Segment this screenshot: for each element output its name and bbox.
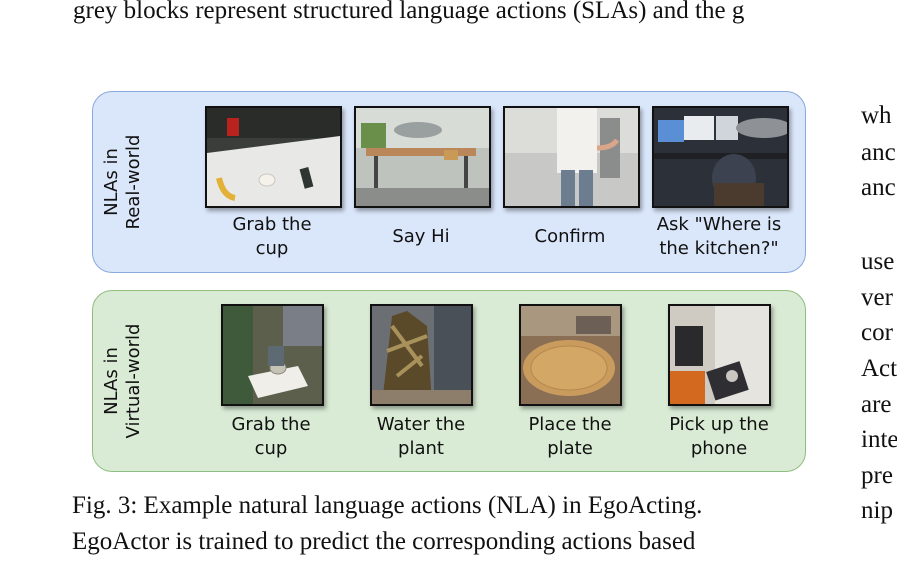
virtual-caption-place-plate: Place the plate <box>495 413 645 461</box>
real-caption-say-hi: Say Hi <box>346 225 496 249</box>
caption-line1: Say Hi <box>392 226 450 247</box>
caption-line2: plant <box>398 438 444 459</box>
caption-line2: cup <box>254 438 288 459</box>
real-caption-grab-cup: Grab the cup <box>197 213 347 261</box>
caption-line2: cup <box>255 238 289 259</box>
virtual-world-panel-label: NLAs in Virtual-world <box>101 324 145 439</box>
panel-label-line1: NLAs in <box>101 148 122 216</box>
virtual-place-plate-image <box>519 304 622 406</box>
body-text-top-line: grey blocks represent structured languag… <box>73 0 745 24</box>
virtual-water-plant-image <box>370 304 473 406</box>
real-caption-ask-kitchen: Ask "Where is the kitchen?" <box>644 213 794 261</box>
virtual-pick-up-phone-image <box>668 304 771 406</box>
side-column-line: Act <box>861 355 897 382</box>
side-column-line: are <box>861 391 892 418</box>
side-column-line: anc <box>861 139 896 166</box>
virtual-grab-cup-image <box>221 304 324 406</box>
real-ask-kitchen-image <box>652 106 789 208</box>
panel-label-line2: Virtual-world <box>123 323 144 439</box>
caption-line1: Ask "Where is <box>656 214 782 235</box>
panel-label-line2: Real-world <box>123 134 144 230</box>
caption-line2: plate <box>547 438 593 459</box>
figure-caption-line1: Fig. 3: Example natural language actions… <box>72 492 703 519</box>
side-column-line: inte <box>861 426 897 453</box>
virtual-caption-water-plant: Water the plant <box>346 413 496 461</box>
caption-line1: Pick up the <box>669 414 769 435</box>
side-column-line: anc <box>861 174 896 201</box>
side-column-line: use <box>861 248 895 275</box>
figure-caption-line2: EgoActor is trained to predict the corre… <box>72 528 696 555</box>
side-column-line: nip <box>861 497 893 524</box>
real-say-hi-image <box>354 106 491 208</box>
caption-line2: the kitchen?" <box>659 238 779 259</box>
virtual-caption-pick-up-phone: Pick up the phone <box>644 413 794 461</box>
caption-line1: Confirm <box>534 226 606 247</box>
caption-line1: Place the <box>528 414 612 435</box>
side-column-line: ver <box>861 284 893 311</box>
side-column-line: pre <box>861 462 893 489</box>
caption-line2: phone <box>690 438 748 459</box>
real-confirm-image <box>503 106 640 208</box>
caption-line1: Grab the <box>232 214 312 235</box>
real-world-panel-label: NLAs in Real-world <box>101 135 145 230</box>
real-caption-confirm: Confirm <box>495 225 645 249</box>
side-column-line: cor <box>861 319 893 346</box>
virtual-caption-grab-cup: Grab the cup <box>196 413 346 461</box>
caption-line1: Grab the <box>231 414 311 435</box>
real-grab-cup-image <box>205 106 342 208</box>
caption-line1: Water the <box>376 414 466 435</box>
panel-label-line1: NLAs in <box>101 347 122 415</box>
side-column-line: wh <box>861 102 892 129</box>
